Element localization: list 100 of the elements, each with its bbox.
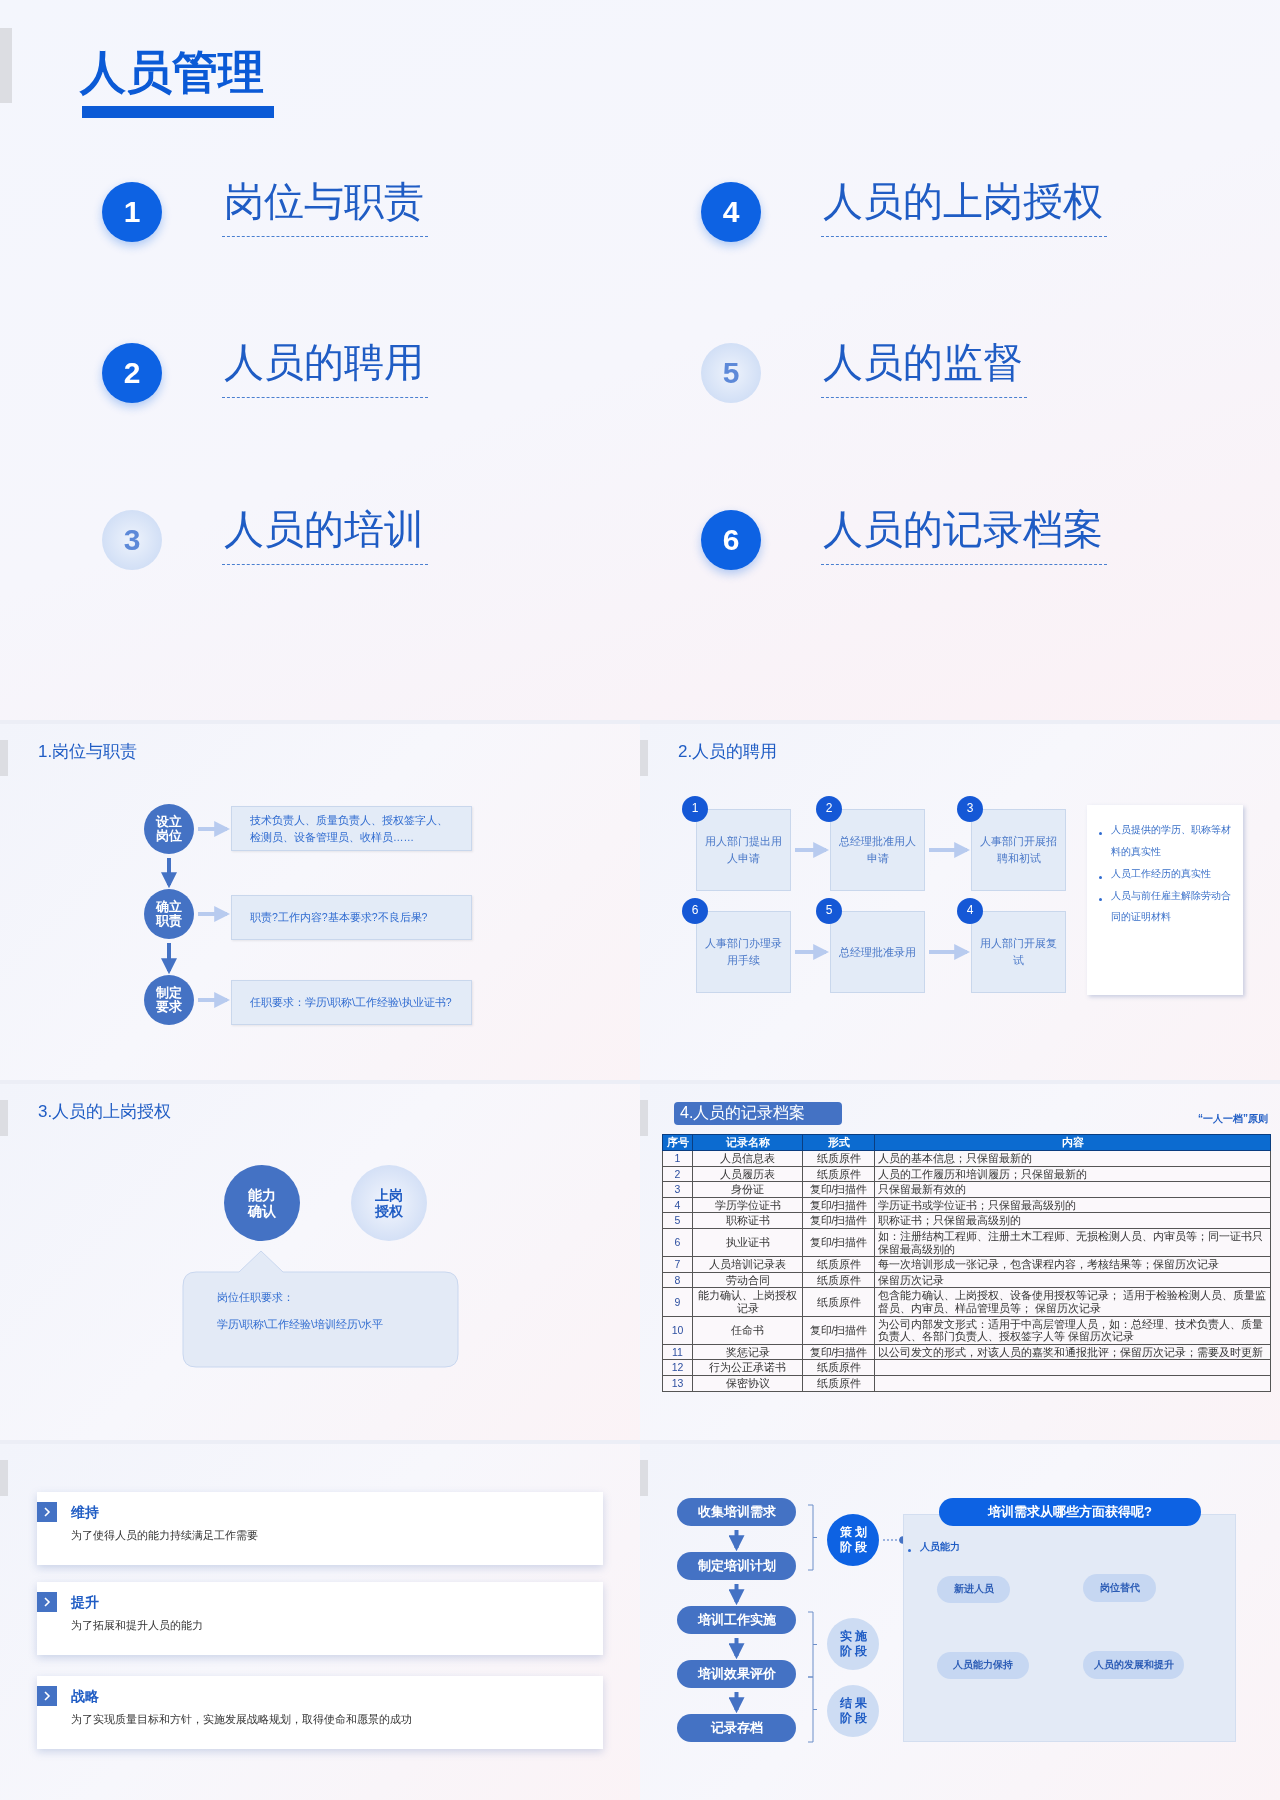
table-cell: 学历学位证书 (692, 1197, 803, 1213)
table-cell: 学历证书或学位证书；只保留最高级别的 (874, 1197, 1271, 1213)
table-cell: 10 (662, 1316, 693, 1345)
table-cell: 12 (662, 1359, 693, 1376)
arrow (728, 1530, 745, 1552)
table-cell: 包含能力确认、上岗授权、设备使用授权等记录； 适用于检验检测人员、质量监督员、内审员、样品管理员等； 保留历次记录 (874, 1287, 1271, 1317)
arrow (929, 842, 971, 858)
slide-title: 3.人员的上岗授权 (38, 1101, 172, 1123)
pill-label: 制定培训计划 (697, 1557, 776, 1575)
table-cell: 纸质原件 (802, 1272, 875, 1288)
info-card (37, 1582, 603, 1655)
callout-heading: 岗位任职要求： (217, 1290, 294, 1305)
section-heading: 人员的上岗授权 (821, 174, 1107, 237)
process-pill (677, 1714, 796, 1742)
step-text: 用人部门开展复试 (979, 936, 1058, 968)
table-cell: 13 (662, 1375, 693, 1391)
table-cell: 执业证书 (692, 1228, 803, 1257)
header-cell: 内容 (874, 1134, 1271, 1151)
table-cell: 人员信息表 (692, 1150, 803, 1167)
table-cell: 复印/扫描件 (802, 1316, 875, 1345)
pill-label: 岗位替代 (1099, 1581, 1140, 1595)
card-text: 为了拓展和提升人员的能力 (71, 1618, 203, 1633)
number: 2 (123, 356, 141, 390)
table-cell: 职称证书 (692, 1212, 803, 1229)
arrow (198, 906, 231, 922)
table-cell: 劳动合同 (692, 1272, 803, 1288)
table-cell: 以公司发文的形式，对该人员的嘉奖和通报批评；保留历次记录；需要及时更新 (874, 1344, 1271, 1360)
table-cell: 人员的工作履历和培训履历；只保留最新的 (874, 1166, 1271, 1182)
table-note: “一人一档”原则 (1197, 1112, 1268, 1126)
box-text: 技术负责人、质量负责人、授权签字人、检测员、设备管理员、收样员…… (250, 812, 449, 845)
table-cell: 能力确认、上岗授权记录 (692, 1287, 803, 1317)
pill-label: 培训工作实施 (697, 1611, 776, 1629)
pill-label: 收集培训需求 (697, 1503, 776, 1521)
step-text: 人事部门开展招聘和初试 (979, 834, 1058, 866)
table-cell: 人员的基本信息；只保留最新的 (874, 1150, 1271, 1167)
section-heading: 人员的监督 (821, 335, 1027, 398)
table-cell: 复印/扫描件 (802, 1181, 875, 1198)
table-cell: 纸质原件 (802, 1256, 875, 1273)
topic-pill (937, 1652, 1029, 1679)
process-pill (677, 1660, 796, 1688)
process-pill (677, 1498, 796, 1526)
step-text: 总经理批准录用 (839, 944, 916, 960)
table-cell: 职称证书；只保留最高级别的 (874, 1212, 1271, 1229)
table-cell: 8 (662, 1272, 693, 1288)
card-text: 为了实现质量目标和方针，实施发展战略规划，取得使命和愿景的成功 (71, 1712, 412, 1727)
table-cell: 人员履历表 (692, 1166, 803, 1182)
section-heading: 岗位与职责 (222, 174, 428, 237)
notes-card (1087, 805, 1243, 995)
header-text: 培训需求从哪些方面获得呢? (988, 1503, 1152, 1521)
table-cell: 保密协议 (692, 1375, 803, 1391)
card-heading: 战略 (71, 1688, 99, 1706)
tab-title: 4.人员的记录档案 (680, 1103, 806, 1123)
arrow (728, 1584, 745, 1606)
pill-label: 新进人员 (953, 1583, 994, 1596)
table-cell: 复印/扫描件 (802, 1197, 875, 1213)
bullet-item: 人员能力 (920, 1541, 960, 1554)
pill-label: 培训效果评价 (697, 1665, 776, 1683)
table-cell: 复印/扫描件 (802, 1212, 875, 1229)
pill-label: 记录存档 (710, 1719, 763, 1737)
slide-title: 2.人员的聘用 (678, 741, 778, 763)
box-text: 职责?工作内容?基本要求?不良后果? (250, 910, 428, 926)
callout-bubble (182, 1250, 459, 1368)
section-heading: 人员的记录档案 (821, 502, 1107, 565)
step-text: 用人部门提出用人申请 (704, 834, 783, 866)
bullet-item: 人员与前任雇主解除劳动合同的证明材料 (1111, 888, 1232, 925)
info-box (231, 980, 472, 1025)
info-box (231, 895, 472, 940)
table-cell: 身份证 (692, 1181, 803, 1198)
arrow (198, 992, 231, 1008)
table-cell: 6 (662, 1228, 693, 1257)
arrow (795, 842, 830, 858)
table-cell: 行为公正承诺书 (692, 1359, 803, 1376)
table-cell: 保留历次记录 (874, 1272, 1271, 1288)
info-card (37, 1676, 603, 1749)
section-heading: 人员的培训 (222, 502, 428, 565)
step-label: 能力确认 (246, 1186, 277, 1220)
step-label: 确立职责 (154, 899, 183, 929)
table-cell: 5 (662, 1212, 693, 1229)
table-cell: 为公司内部发文形式：适用于中高层管理人员，如：总经理、技术负责人、质量负责人、各部门负责人、授权签字人等 保留历次记录 (874, 1316, 1271, 1345)
table-cell: 11 (662, 1344, 693, 1360)
header-cell: 形式 (802, 1134, 875, 1151)
arrow (198, 821, 231, 837)
number: 6 (722, 523, 740, 557)
table-cell: 7 (662, 1256, 693, 1273)
topic-pill (1083, 1651, 1184, 1679)
arrow (161, 943, 177, 975)
step-text: 人事部门办理录用手续 (704, 936, 783, 968)
arrow (161, 858, 177, 889)
section-tab (674, 1102, 842, 1125)
number: 1 (123, 195, 141, 229)
arrow (795, 944, 830, 960)
stage-label: 策划阶段 (838, 1525, 871, 1555)
step-label: 制定要求 (155, 985, 183, 1015)
process-pill (677, 1552, 796, 1580)
table-cell: 纸质原件 (802, 1287, 875, 1317)
table-cell: 只保留最新有效的 (874, 1181, 1271, 1198)
table-cell: 纸质原件 (802, 1375, 875, 1391)
info-card (37, 1492, 603, 1565)
card-heading: 提升 (71, 1594, 99, 1612)
page-title: 人员管理 (80, 45, 264, 100)
